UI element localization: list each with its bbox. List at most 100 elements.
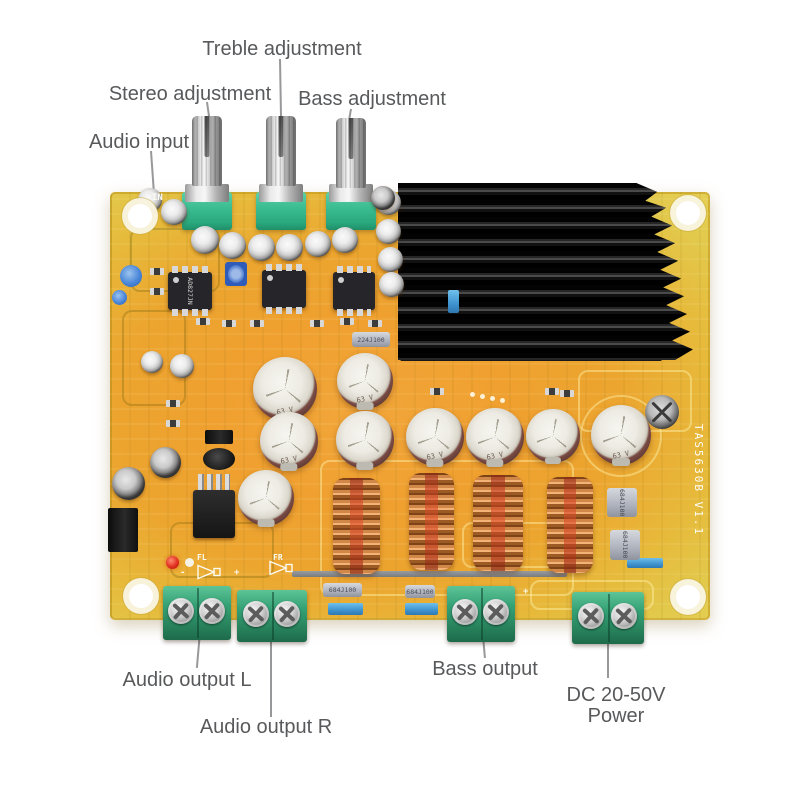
capacitor-small [170, 354, 194, 378]
capacitor-small [305, 231, 331, 257]
smd-resistor [560, 390, 574, 397]
capacitor-voltage-label: 63 V [279, 454, 299, 466]
opamp-ic-label: AD827JN [186, 277, 194, 305]
mounting-hole [128, 204, 152, 228]
capacitor-small [112, 467, 145, 500]
film-capacitor-label: 684J100 [618, 488, 626, 517]
edge-component [108, 508, 138, 552]
capacitor-small [371, 186, 395, 210]
bass-potentiometer-nut [329, 184, 373, 202]
terminal-screw [452, 599, 478, 625]
blue-capacitor [328, 603, 363, 615]
film-capacitor-label: 684J100 [406, 587, 434, 596]
terminal-screw [611, 603, 637, 629]
film-capacitor: 224J100 [352, 332, 390, 347]
capacitor-large: 63 V [260, 412, 318, 470]
toroid-inductor [473, 475, 523, 571]
label-stereo-adjustment: Stereo adjustment [108, 83, 272, 105]
coil-winding [547, 477, 593, 573]
ic-pin1-dot [173, 277, 179, 283]
capacitor-small [378, 247, 403, 272]
opamp-ic [262, 264, 306, 314]
coil-winding [333, 478, 380, 574]
stereo-potentiometer-nut [185, 184, 229, 202]
via-dot [480, 394, 485, 399]
film-capacitor: 684J100 [323, 583, 362, 597]
test-pad [185, 558, 194, 567]
stereo-potentiometer-knob [192, 116, 222, 186]
diode [205, 430, 233, 444]
blue-capacitor [627, 558, 663, 568]
smd-resistor [310, 320, 324, 327]
capacitor-small [376, 219, 401, 244]
film-capacitor: 684J100 [607, 488, 637, 517]
smd-resistor [150, 268, 164, 275]
smd-resistor [368, 320, 382, 327]
smd-resistor [250, 320, 264, 327]
terminal-screw [168, 598, 194, 624]
capacitor-large [526, 409, 580, 463]
capacitor-small [191, 226, 219, 254]
mounting-hole [129, 584, 153, 608]
capacitor-large: 63 V [253, 357, 317, 421]
power-inductor [203, 448, 235, 470]
label-treble-adjustment: Treble adjustment [202, 38, 362, 60]
pcb-trace [580, 395, 662, 477]
terminal-screw [274, 601, 300, 627]
treble-potentiometer-knob [266, 116, 296, 186]
capacitor-large [238, 470, 294, 526]
label-audio-input: Audio input [88, 131, 190, 153]
ic-pin1-dot [267, 275, 273, 281]
opamp-ic-ad827: AD827JN [168, 266, 212, 316]
capacitor-large: 63 V [406, 408, 464, 466]
smd-resistor [545, 388, 559, 395]
film-capacitor: 684J100 [405, 585, 435, 598]
blue-capacitor [448, 290, 459, 313]
mounting-hole [676, 201, 700, 225]
treble-potentiometer-nut [259, 184, 303, 202]
toroid-inductor [333, 478, 380, 574]
capacitor-small [150, 447, 181, 478]
toroid-inductor [409, 473, 454, 570]
coil-winding [409, 473, 454, 570]
capacitor-voltage-label: 63 V [485, 450, 505, 462]
smd-resistor [222, 320, 236, 327]
terminal-screw [578, 603, 604, 629]
capacitor-small [248, 234, 275, 261]
regulator-pins [198, 474, 230, 490]
film-capacitor: 684J100 [610, 530, 640, 560]
smd-resistor [340, 318, 354, 325]
input-silkscreen-text: IN [152, 193, 163, 203]
label-dc-power-line1: DC 20-50V [566, 684, 666, 706]
capacitor-small [219, 232, 246, 259]
capacitor-small [332, 227, 358, 253]
channel-fr-silkscreen: FR [273, 553, 283, 562]
via-dot [470, 392, 475, 397]
capacitor-black-small [645, 395, 679, 429]
blue-capacitor [405, 603, 438, 615]
smd-resistor [196, 318, 210, 325]
leader-line-dc-power [607, 636, 609, 678]
label-audio-output-r: Audio output R [199, 716, 333, 738]
smd-resistor [430, 388, 444, 395]
capacitor-large [336, 411, 394, 469]
film-capacitor-label: 684J100 [621, 531, 629, 559]
plus-silkscreen: + [523, 587, 529, 597]
via-dot [500, 398, 505, 403]
capacitor-small [141, 351, 163, 373]
voltage-regulator [193, 490, 235, 538]
capacitor-large: 63 V [337, 353, 393, 409]
label-dc-power: DC 20-50V Power [561, 685, 671, 727]
capacitor-large: 63 V [466, 408, 524, 466]
capacitor-small [161, 199, 187, 225]
heatsink [398, 183, 694, 360]
channel-fl-silkscreen: FL [197, 553, 207, 562]
plus-silkscreen: + [234, 568, 240, 578]
coil-winding [473, 475, 523, 571]
pcb-board: IN AD827JN [108, 116, 710, 644]
bass-potentiometer-knob [336, 118, 366, 188]
trimmer-capacitor [225, 262, 247, 286]
terminal-screw [199, 598, 225, 624]
film-capacitor-label: 684J100 [328, 586, 357, 594]
label-audio-output-l: Audio output L [122, 669, 252, 691]
